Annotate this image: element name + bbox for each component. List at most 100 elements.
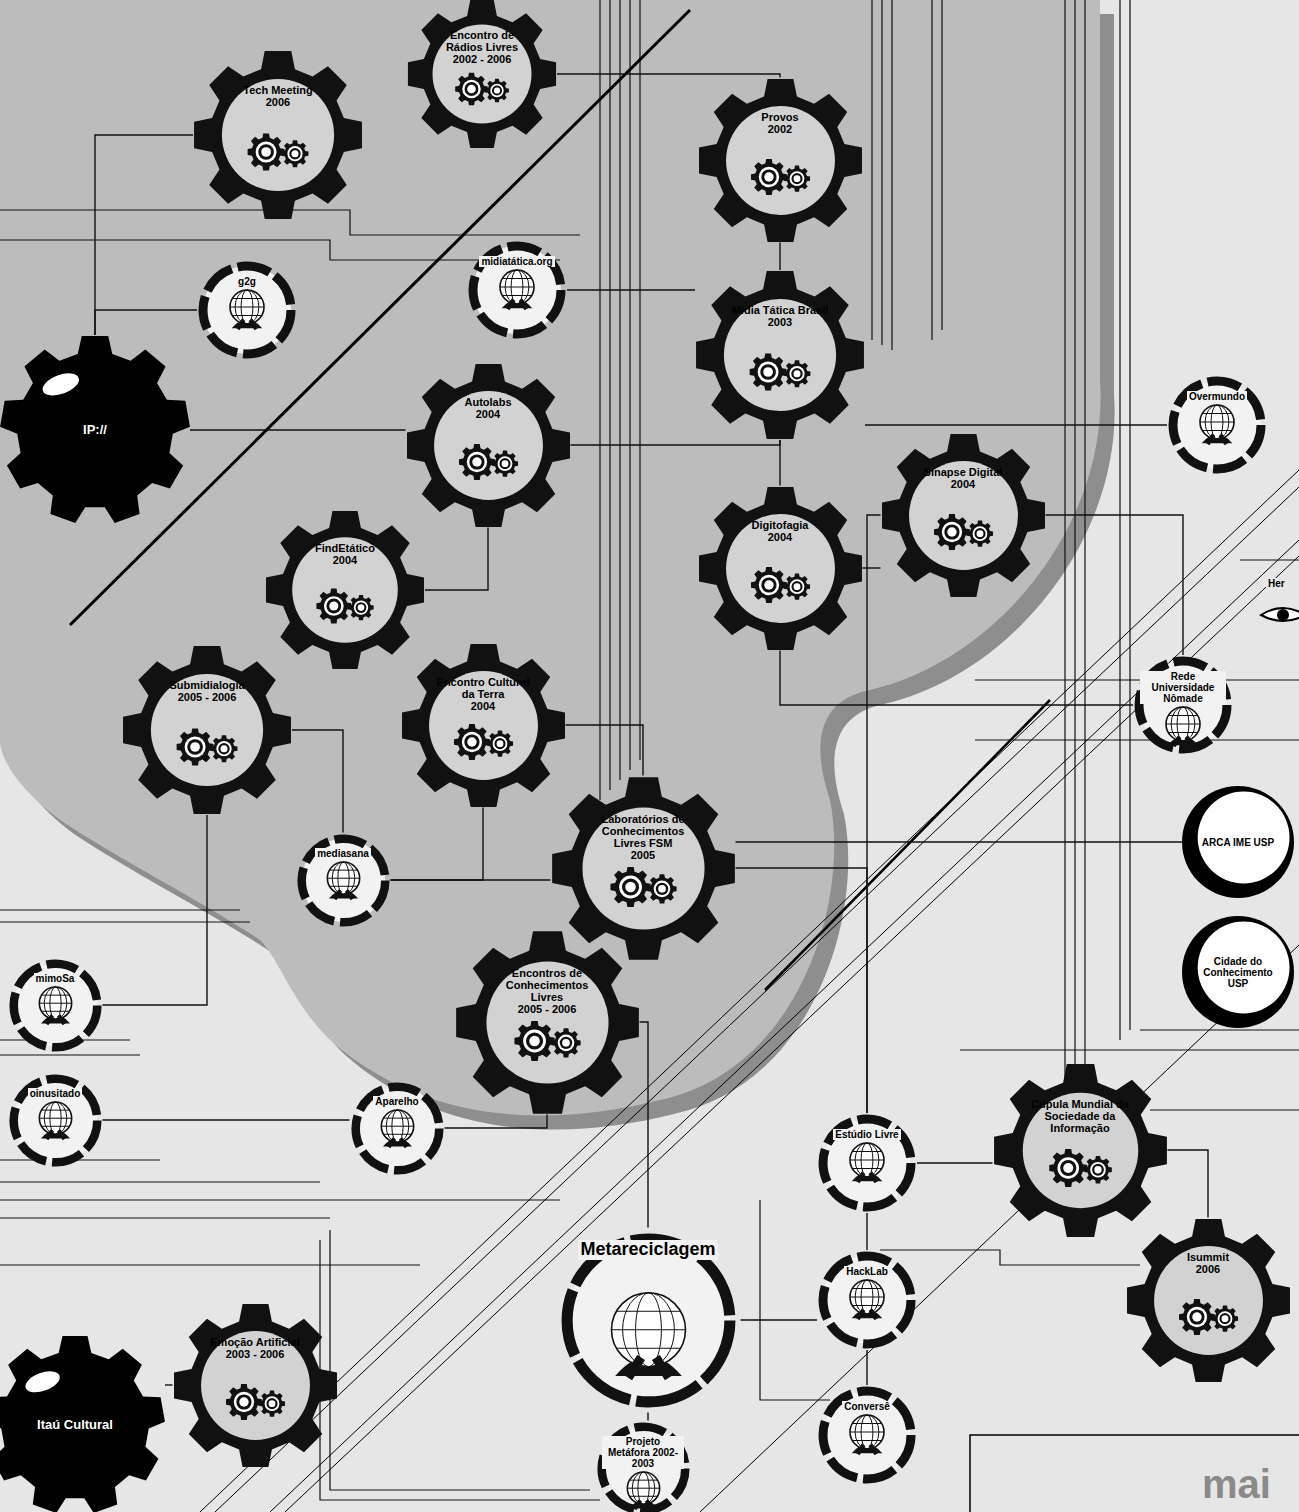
gear-icon <box>551 1028 580 1057</box>
gear-icon <box>494 87 500 93</box>
cloud-region <box>0 0 1101 1116</box>
gear-icon <box>559 1036 571 1048</box>
gear-icon <box>264 1396 279 1411</box>
gear-icon <box>358 604 365 611</box>
globe-icon <box>627 1472 659 1509</box>
gear-icon <box>236 1394 251 1409</box>
gear-icon <box>239 1397 248 1406</box>
node-outline <box>1133 655 1233 755</box>
gear-icon <box>485 79 509 103</box>
gear-icon <box>783 165 809 191</box>
gear-icon <box>751 159 787 195</box>
gear-icon <box>486 730 512 756</box>
event-gear: Tech Meeting2006 <box>193 50 363 220</box>
gear-icon <box>329 601 338 610</box>
gear-icon <box>261 147 271 157</box>
gear-icon <box>791 581 802 592</box>
gear-icon <box>354 600 368 614</box>
gear-icon <box>793 175 800 182</box>
node-label: oinusitado <box>28 1088 83 1099</box>
node-label: Projeto Metáfora 2002-2003 <box>602 1436 684 1469</box>
gear-icon <box>655 882 667 894</box>
gear-icon <box>1186 1306 1206 1326</box>
event-gear: Autolabs2004 <box>406 363 571 528</box>
event-gear: Submidialogia2005 - 2006 <box>122 645 292 815</box>
gear-icon <box>462 80 480 98</box>
gear-icon <box>248 134 285 171</box>
node-label: 2003 - 2006 <box>206 1348 305 1360</box>
node-outline <box>401 643 566 808</box>
node-label: Cidade do Conhecimento USP <box>1198 956 1279 989</box>
node-label: 2006 <box>227 96 329 108</box>
globe-icon <box>850 1143 884 1182</box>
connector-wire <box>866 1350 867 1385</box>
gear-icon <box>459 444 495 480</box>
diagonal-line <box>765 700 1050 990</box>
diagonal-lines <box>200 470 1299 1512</box>
project-circle: Conversê <box>817 1385 917 1485</box>
connector-wire <box>95 135 193 335</box>
gear-icon <box>1217 1311 1232 1326</box>
frame-corner <box>970 1435 1299 1512</box>
node-label: midiatática.org <box>479 256 554 267</box>
event-gear: Mídia Tática Brasil2003 <box>695 270 865 440</box>
node-label: FindEtático <box>297 542 393 554</box>
hub-circle: Metareciclagem <box>556 1228 741 1413</box>
gear-icon <box>976 530 983 537</box>
gear-icon <box>941 521 961 541</box>
connector-wire <box>867 515 881 1113</box>
gear-icon <box>1090 1161 1106 1177</box>
connector-wire <box>647 1413 648 1421</box>
node-label: Cúpula Mundial da Sociedade da Informaçã… <box>1028 1098 1133 1134</box>
gear-icon <box>1219 1313 1230 1324</box>
gear-icon <box>211 735 238 762</box>
node-label: Itaú Cultural <box>12 1418 138 1432</box>
node-label: Laboratórios de Conhecimentos Livres FSM <box>588 813 699 849</box>
globe-icon <box>230 290 264 329</box>
connector-wire <box>779 440 780 486</box>
gear-icon <box>466 451 486 471</box>
gear-icon <box>454 724 490 760</box>
connector-wire <box>640 1022 649 1228</box>
gear-icon <box>1094 1166 1101 1173</box>
gear-icon <box>1084 1155 1112 1183</box>
connector-wire <box>165 1384 173 1385</box>
node-label: Overmundo <box>1187 391 1247 402</box>
gear-icon <box>465 82 479 96</box>
connector-wire <box>95 310 197 335</box>
gear-icon <box>761 577 776 592</box>
gear-icon <box>610 866 650 906</box>
event-gear: Sinapse Digital2004 <box>881 433 1046 598</box>
gear-icon <box>467 737 476 746</box>
gear-icon <box>501 460 508 467</box>
gear-icon <box>783 573 809 599</box>
globe-icon <box>1166 707 1200 746</box>
node-outline <box>551 776 736 961</box>
node-outline <box>1167 375 1267 475</box>
connector-wire <box>567 289 695 290</box>
gear-icon <box>266 1398 277 1409</box>
event-gear: Cúpula Mundial da Sociedade da Informaçã… <box>993 1063 1168 1238</box>
gear-icon <box>348 595 373 620</box>
university-circle: ARCA IME USP <box>1182 786 1294 898</box>
gear-icon <box>1063 1162 1073 1172</box>
project-circle: Estúdio Livre <box>817 1113 917 1213</box>
node-label: Encontro de Rádios Livres <box>437 29 527 53</box>
gear-icon <box>467 85 476 94</box>
connector-wire <box>736 868 868 1113</box>
node-outline <box>695 270 865 440</box>
node-label: Rede Universidade Nômade <box>1140 671 1226 704</box>
gear-icon <box>1221 1315 1228 1322</box>
project-circle: oinusitado <box>8 1073 103 1168</box>
event-gear: Provos2002 <box>698 78 863 243</box>
globe-icon <box>327 862 359 899</box>
gear-icon <box>793 370 800 377</box>
gear-icon <box>496 740 503 747</box>
gear-icon <box>282 140 309 167</box>
event-gear: Laboratórios de Conhecimentos Livres FSM… <box>551 776 736 961</box>
gear-icon <box>625 881 636 892</box>
globe-icon <box>39 987 71 1024</box>
gear-icon <box>764 580 773 589</box>
node-label: 2004 <box>439 408 538 420</box>
gear-icon <box>218 743 229 754</box>
